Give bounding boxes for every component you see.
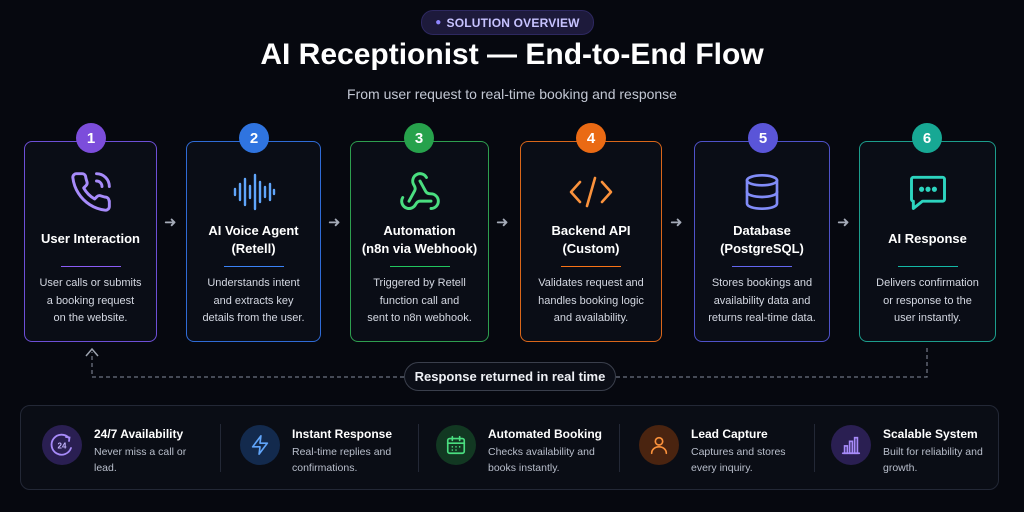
feature-title: Scalable System: [883, 427, 978, 441]
user-icon: [639, 425, 679, 465]
divider: [418, 424, 419, 472]
arrow-right-icon: ➜: [496, 214, 509, 231]
feature-description: Captures and stores every inquiry.: [691, 446, 786, 474]
code-icon: [521, 170, 661, 214]
phone-icon: [25, 170, 156, 214]
feature-title: 24/7 Availability: [94, 427, 184, 441]
page-title: AI Receptionist — End-to-End Flow: [260, 38, 764, 71]
feature-description: Real-time replies and confirmations.: [292, 446, 392, 474]
divider: [220, 424, 221, 472]
step-number-5: 5: [748, 123, 778, 153]
step-title: Automation(n8n via Webhook): [361, 223, 478, 256]
divider: [732, 266, 792, 267]
bar-chart-icon: [831, 425, 871, 465]
return-label: Response returned in real time: [404, 362, 616, 391]
divider: [60, 266, 121, 267]
step-number-6: 6: [912, 123, 942, 153]
arrow-right-icon: ➜: [670, 214, 683, 231]
step-title: Database(PostgreSQL): [720, 223, 804, 256]
step-title: User Interaction: [41, 231, 140, 246]
calendar-icon: [436, 425, 476, 465]
divider: [897, 266, 958, 267]
feature-title: Lead Capture: [691, 427, 768, 441]
divider: [814, 424, 815, 472]
step-number-1: 1: [76, 123, 106, 153]
feature-description: Never miss a call or lead.: [94, 446, 187, 474]
webhook-icon: [351, 170, 488, 214]
arrow-right-icon: ➜: [837, 214, 850, 231]
clock-24-icon: 24: [42, 425, 82, 465]
step-number-4: 4: [576, 123, 606, 153]
badge-label: SOLUTION OVERVIEW: [446, 15, 580, 30]
divider: [561, 266, 621, 267]
lightning-icon: [240, 425, 280, 465]
feature-description: Checks availability and books instantly.: [488, 446, 595, 474]
database-icon: [695, 170, 829, 214]
step-title: AI Response: [888, 231, 967, 246]
feature-description: Built for reliability and growth.: [883, 446, 983, 474]
divider: [223, 266, 284, 267]
chat-icon: [860, 170, 995, 214]
step-number-2: 2: [239, 123, 269, 153]
feature-title: Automated Booking: [488, 427, 602, 441]
step-card-ai-voice-agent: AI Voice Agent(Retell) Understands inten…: [186, 141, 321, 342]
arrow-right-icon: ➜: [164, 214, 177, 231]
step-title: Backend API(Custom): [551, 223, 631, 256]
step-title: AI Voice Agent(Retell): [208, 223, 299, 256]
drop-icon: ●: [435, 17, 442, 28]
feature-title: Instant Response: [292, 427, 393, 441]
step-card-backend-api: Backend API(Custom) Validates request an…: [520, 141, 662, 342]
solution-overview-badge: ● SOLUTION OVERVIEW: [421, 10, 594, 35]
step-card-database: Database(PostgreSQL) Stores bookings and…: [694, 141, 830, 342]
divider: [389, 266, 450, 267]
arrow-right-icon: ➜: [328, 214, 341, 231]
page-subtitle: From user request to real-time booking a…: [347, 86, 677, 102]
step-number-3: 3: [404, 123, 434, 153]
svg-text:24: 24: [58, 442, 67, 451]
step-card-automation: Automation(n8n via Webhook) Triggered by…: [350, 141, 489, 342]
divider: [619, 424, 620, 472]
waveform-icon: [187, 170, 320, 214]
